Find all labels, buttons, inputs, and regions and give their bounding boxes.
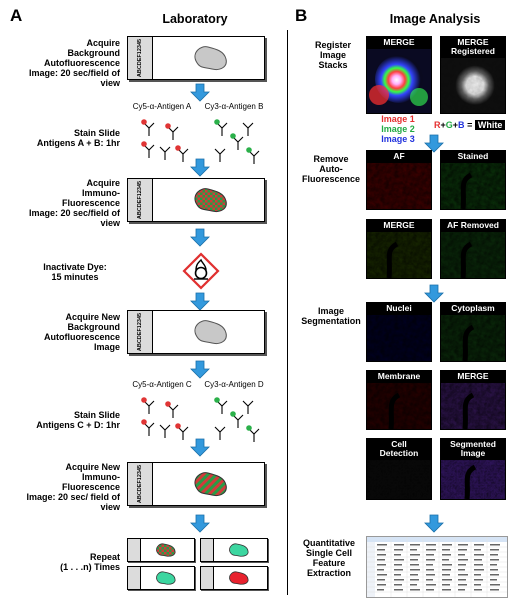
antibodies-red-group xyxy=(140,118,189,163)
arrow-down-icon xyxy=(190,228,210,247)
slide-3: ABCDEF12345 xyxy=(127,310,265,354)
rgb-plus: + xyxy=(440,120,446,130)
rgb-g: G xyxy=(445,120,453,130)
step-acquire-background: Acquire Background Autofluorescence Imag… xyxy=(28,38,120,88)
image-merge-registered: MERGE Registered xyxy=(440,36,506,114)
image-caption: AF xyxy=(367,151,431,163)
antibody-label-b: Cy3-α-Antigen B xyxy=(204,102,264,111)
image-caption: Cytoplasm xyxy=(441,303,505,315)
slide-4: ABCDEF12345 xyxy=(127,462,265,506)
slide-1: ABCDEF12345 xyxy=(127,36,265,80)
step-acquire-if: Acquire Immuno- Fluorescence Image: 20 s… xyxy=(28,178,120,228)
step-acquire-new-background: Acquire New Background Autofluorescence … xyxy=(43,312,120,352)
image-nuclei: Nuclei xyxy=(366,302,432,362)
rgb-equals: = xyxy=(467,120,473,130)
image-merge-1: MERGE xyxy=(366,36,432,114)
image-cytoplasm: Cytoplasm xyxy=(440,302,506,362)
image-caption: MERGE Registered xyxy=(441,37,505,58)
image-caption: Cell Detection xyxy=(367,439,431,460)
antibody-label-d: Cy3-α-Antigen D xyxy=(204,380,264,389)
image-caption: Stained xyxy=(441,151,505,163)
image-merge-3: MERGE xyxy=(440,370,506,430)
arrow-down-icon xyxy=(190,158,210,177)
slide-code: ABCDEF12345 xyxy=(137,180,143,220)
image-stained: Stained xyxy=(440,150,506,210)
tissue-striped xyxy=(194,472,227,496)
tissue-gray xyxy=(194,320,227,344)
antibodies-red-group-2 xyxy=(140,396,189,441)
step-feature-extraction: Quantitative Single Cell Feature Extract… xyxy=(302,538,355,578)
step-acquire-new-if: Acquire New Immuno- Fluorescence Image: … xyxy=(26,462,120,512)
arrow-down-icon xyxy=(190,360,210,379)
image-segmented: Segmented Image xyxy=(440,438,506,500)
legend-image-1: Image 1 xyxy=(381,114,415,124)
step-segmentation: Image Segmentation xyxy=(301,306,361,326)
feature-table-thumbnail xyxy=(366,536,508,598)
image-af-removed: AF Removed xyxy=(440,219,506,279)
image-caption: Segmented Image xyxy=(441,439,505,460)
arrow-down-icon xyxy=(190,514,210,533)
tissue-checker xyxy=(194,188,227,212)
image-legend: Image 1 Image 2 Image 3 xyxy=(366,114,430,144)
rgb-plus: + xyxy=(452,120,459,130)
tissue-mini xyxy=(229,543,249,557)
tissue-mini xyxy=(156,571,176,585)
mini-slide-2 xyxy=(200,538,268,562)
image-caption: Nuclei xyxy=(367,303,431,315)
tissue-gray xyxy=(194,46,227,70)
mini-slide-3 xyxy=(127,566,195,590)
panel-b-letter: B xyxy=(295,6,308,25)
rgb-white-badge: White xyxy=(474,120,506,130)
legend-image-2: Image 2 xyxy=(381,124,415,134)
step-register: Register Image Stacks xyxy=(314,40,351,70)
rgb-b: B xyxy=(458,120,465,130)
legend-image-3: Image 3 xyxy=(381,134,415,144)
arrow-down-icon xyxy=(190,438,210,457)
image-cell-detection: Cell Detection xyxy=(366,438,432,500)
spreadsheet-icon xyxy=(367,537,507,597)
step-inactivate-dye: Inactivate Dye: 15 minutes xyxy=(43,262,107,282)
antibody-label-c: Cy5-α-Antigen C xyxy=(132,380,192,389)
image-merge-2: MERGE xyxy=(366,219,432,279)
step-stain-cd: Stain Slide Antigens C + D: 1hr xyxy=(36,410,120,430)
image-af: AF xyxy=(366,150,432,210)
rgb-equation: R+G+B = White xyxy=(434,120,506,130)
arrow-down-icon xyxy=(424,284,444,303)
slide-code: ABCDEF12345 xyxy=(137,312,143,352)
image-caption: MERGE xyxy=(441,371,505,383)
arrow-down-icon xyxy=(190,83,210,102)
mini-slide-1 xyxy=(127,538,195,562)
panel-b-title: Image Analysis xyxy=(389,12,481,26)
antibodies-green-group xyxy=(213,118,260,165)
slide-2: ABCDEF12345 xyxy=(127,178,265,222)
rgb-r: R xyxy=(434,120,441,130)
slide-code: ABCDEF12345 xyxy=(137,464,143,504)
step-repeat: Repeat (1 . . .n) Times xyxy=(60,552,120,572)
step-stain-ab: Stain Slide Antigens A + B: 1hr xyxy=(36,128,120,148)
hazard-oxidizer-icon xyxy=(182,252,220,290)
arrow-down-icon xyxy=(190,292,210,311)
tissue-mini xyxy=(156,543,176,557)
panel-a-letter: A xyxy=(10,6,23,25)
image-caption: MERGE xyxy=(367,37,431,49)
antibodies-green-group-2 xyxy=(213,396,260,443)
arrow-down-icon xyxy=(424,514,444,533)
image-caption: AF Removed xyxy=(441,220,505,232)
panel-divider xyxy=(287,30,288,595)
slide-code: ABCDEF12345 xyxy=(137,38,143,78)
image-caption: MERGE xyxy=(367,220,431,232)
panel-a-title: Laboratory xyxy=(162,12,228,26)
image-membrane: Membrane xyxy=(366,370,432,430)
mini-slide-4 xyxy=(200,566,268,590)
antibody-label-a: Cy5-α-Antigen A xyxy=(132,102,192,111)
image-caption: Membrane xyxy=(367,371,431,383)
step-remove-af: Remove Auto- Fluorescence xyxy=(301,154,361,184)
tissue-mini xyxy=(229,571,249,585)
